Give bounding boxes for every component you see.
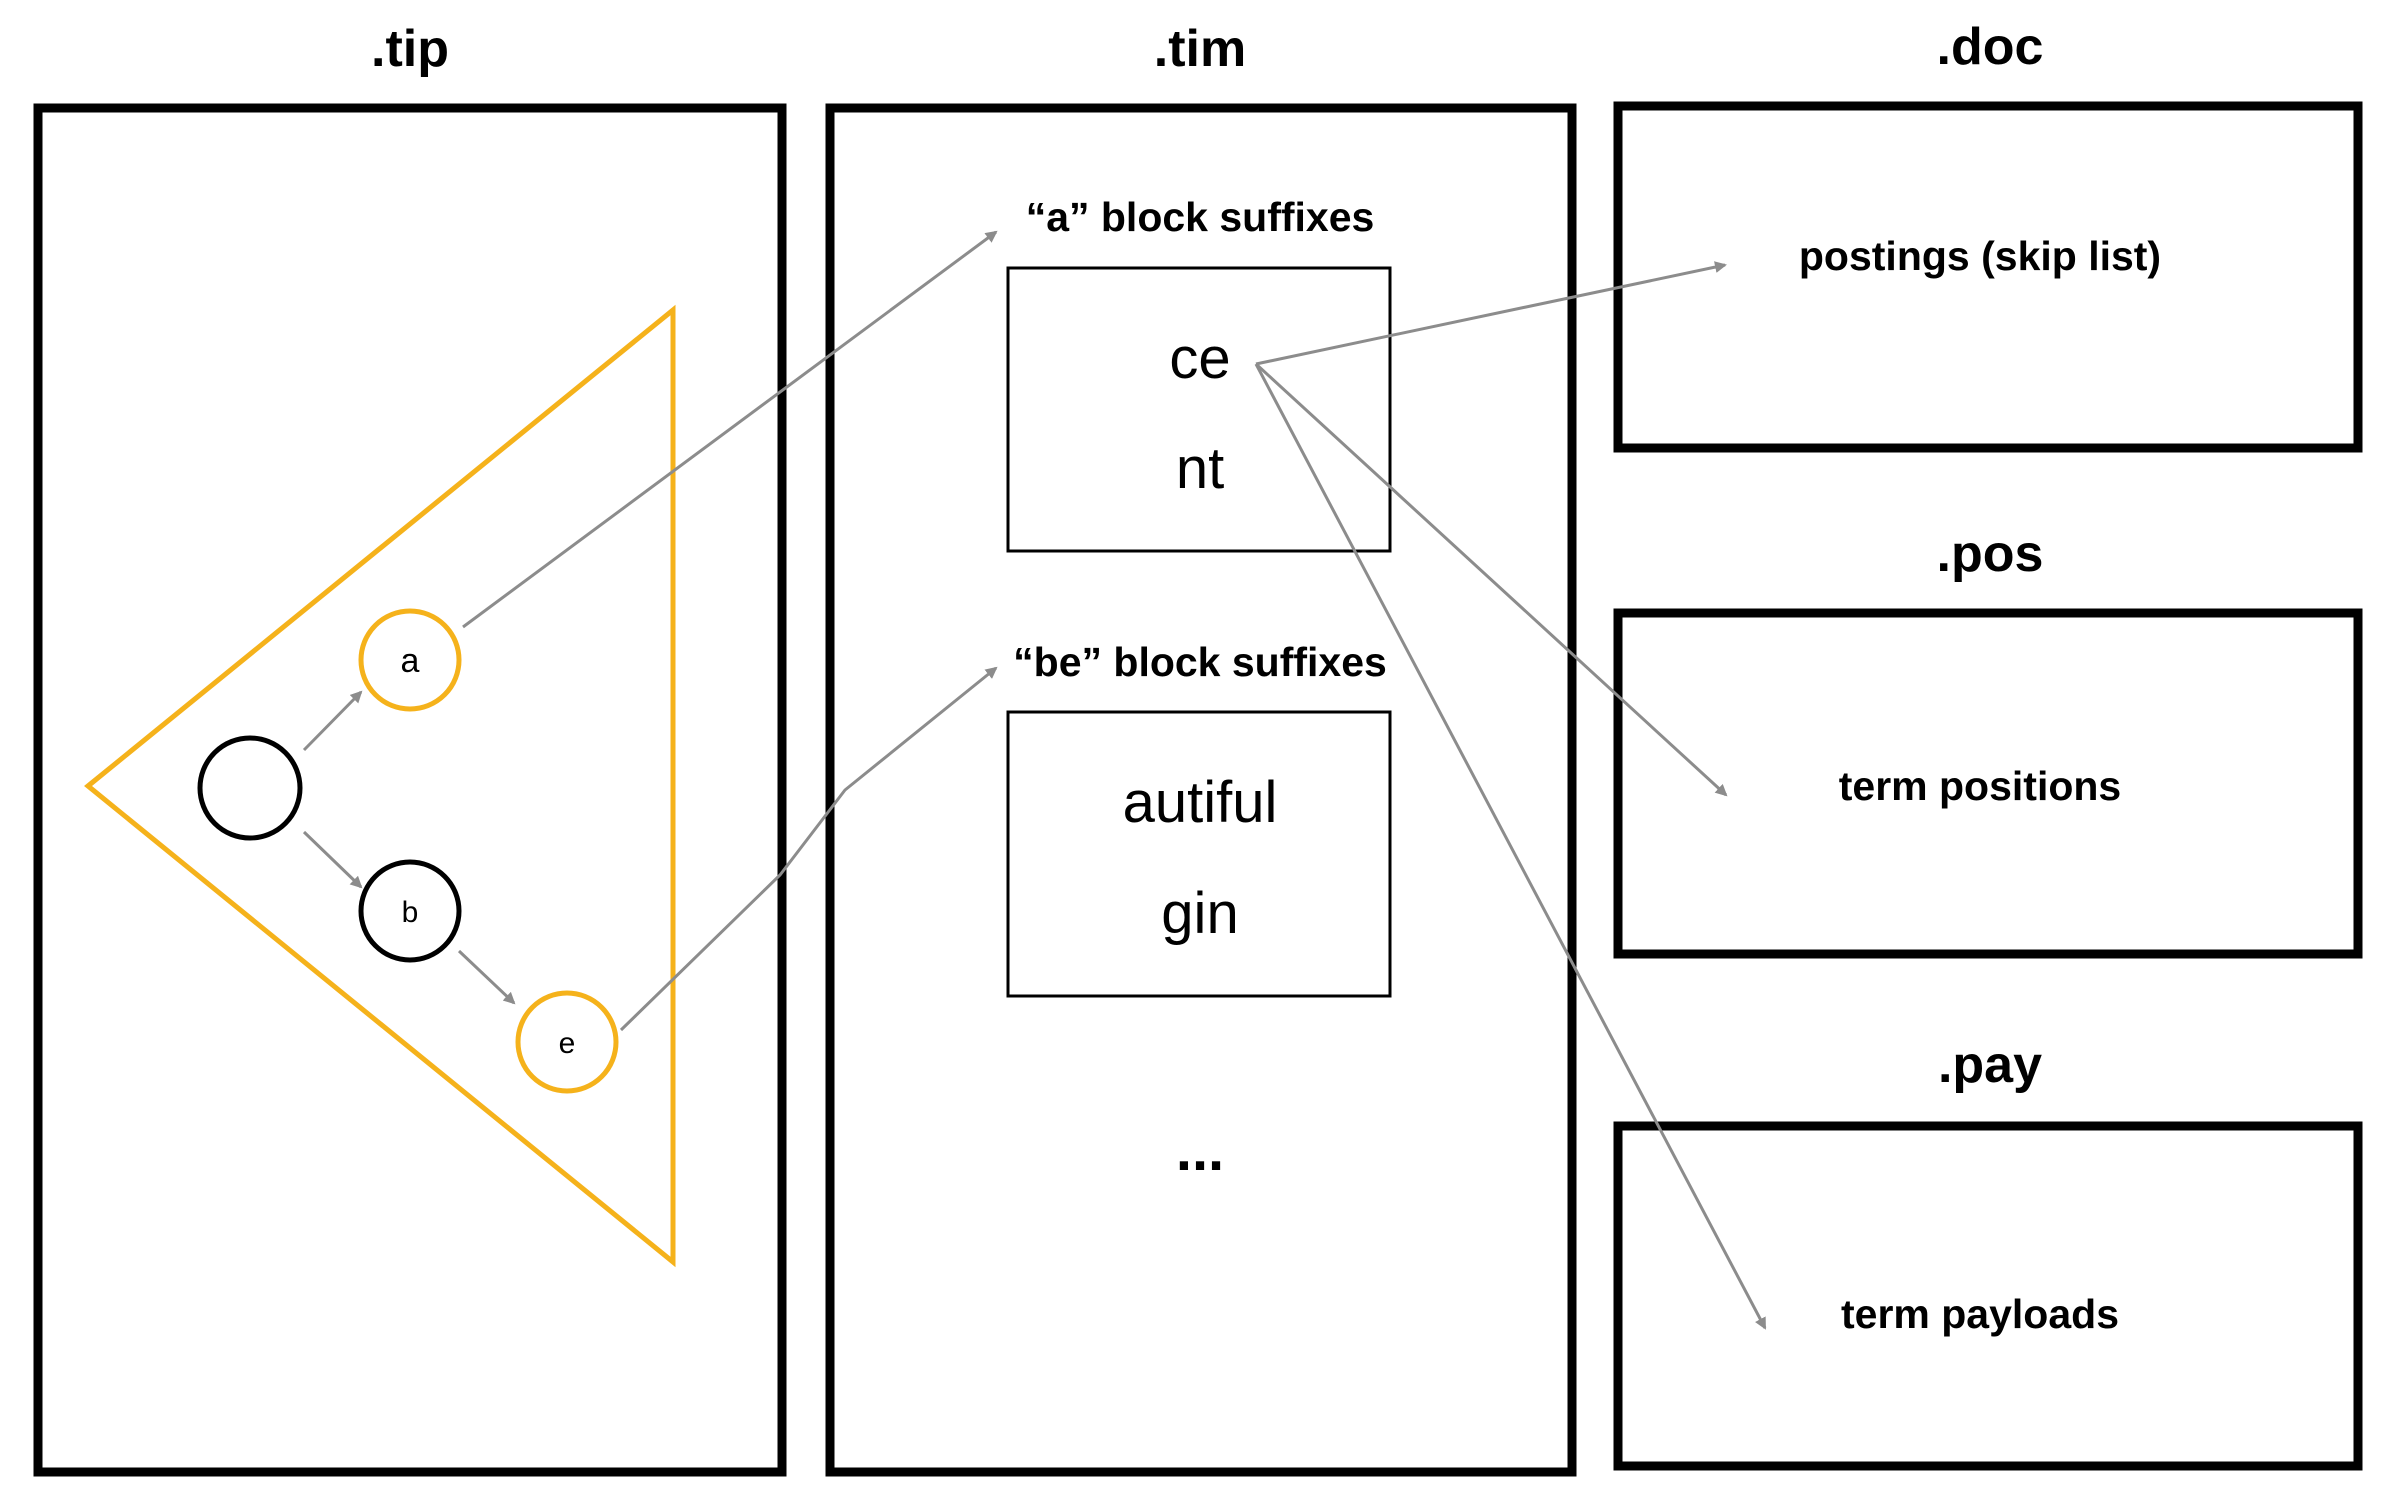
arrow-ce-to-positions bbox=[1254, 362, 1728, 797]
trie-node-a: a bbox=[358, 608, 462, 712]
edge-root-to-a bbox=[302, 690, 363, 752]
be-block-box bbox=[1006, 710, 1392, 998]
arrow-ce-to-postings bbox=[1255, 261, 1727, 366]
edge-root-to-b bbox=[302, 830, 363, 889]
trie-node-b-label: b bbox=[402, 896, 419, 929]
doc-postings-label: postings (skip list) bbox=[1799, 233, 2161, 279]
trie-node-e-label: e bbox=[559, 1027, 576, 1060]
doc-file-box bbox=[1613, 101, 2363, 453]
arrow-e-node-to-be-block bbox=[619, 666, 998, 1032]
trie-node-e: e bbox=[515, 990, 619, 1094]
pos-file-box bbox=[1613, 608, 2363, 959]
edge-b-to-e bbox=[457, 949, 516, 1005]
a-block-suffix-2: nt bbox=[1176, 436, 1224, 501]
pay-payloads-label: term payloads bbox=[1841, 1291, 2119, 1337]
tim-file-box bbox=[825, 103, 1577, 1477]
pos-file-title: .pos bbox=[1937, 525, 2044, 583]
trie-node-b: b bbox=[358, 859, 462, 963]
pay-file-box bbox=[1613, 1121, 2363, 1471]
fst-triangle bbox=[84, 304, 676, 1268]
tip-file-title: .tip bbox=[371, 20, 449, 78]
arrow-ce-to-payloads bbox=[1254, 363, 1767, 1330]
more-blocks-ellipsis: ... bbox=[1176, 1118, 1224, 1183]
a-block-box bbox=[1006, 266, 1392, 553]
be-block-label: “be” block suffixes bbox=[1013, 639, 1387, 685]
tip-file-box bbox=[33, 103, 787, 1477]
trie-node-root bbox=[197, 735, 303, 841]
doc-file-title: .doc bbox=[1937, 18, 2044, 76]
arrow-a-node-to-a-block bbox=[462, 230, 998, 629]
be-block-suffix-2: gin bbox=[1161, 881, 1238, 946]
be-block-suffix-1: autiful bbox=[1123, 770, 1278, 835]
a-block-suffix-1: ce bbox=[1169, 326, 1230, 391]
tim-file-title: .tim bbox=[1154, 20, 1246, 78]
a-block-label: “a” block suffixes bbox=[1026, 194, 1375, 240]
pos-positions-label: term positions bbox=[1839, 763, 2121, 809]
pay-file-title: .pay bbox=[1938, 1036, 2042, 1094]
trie-node-a-label: a bbox=[401, 642, 420, 680]
